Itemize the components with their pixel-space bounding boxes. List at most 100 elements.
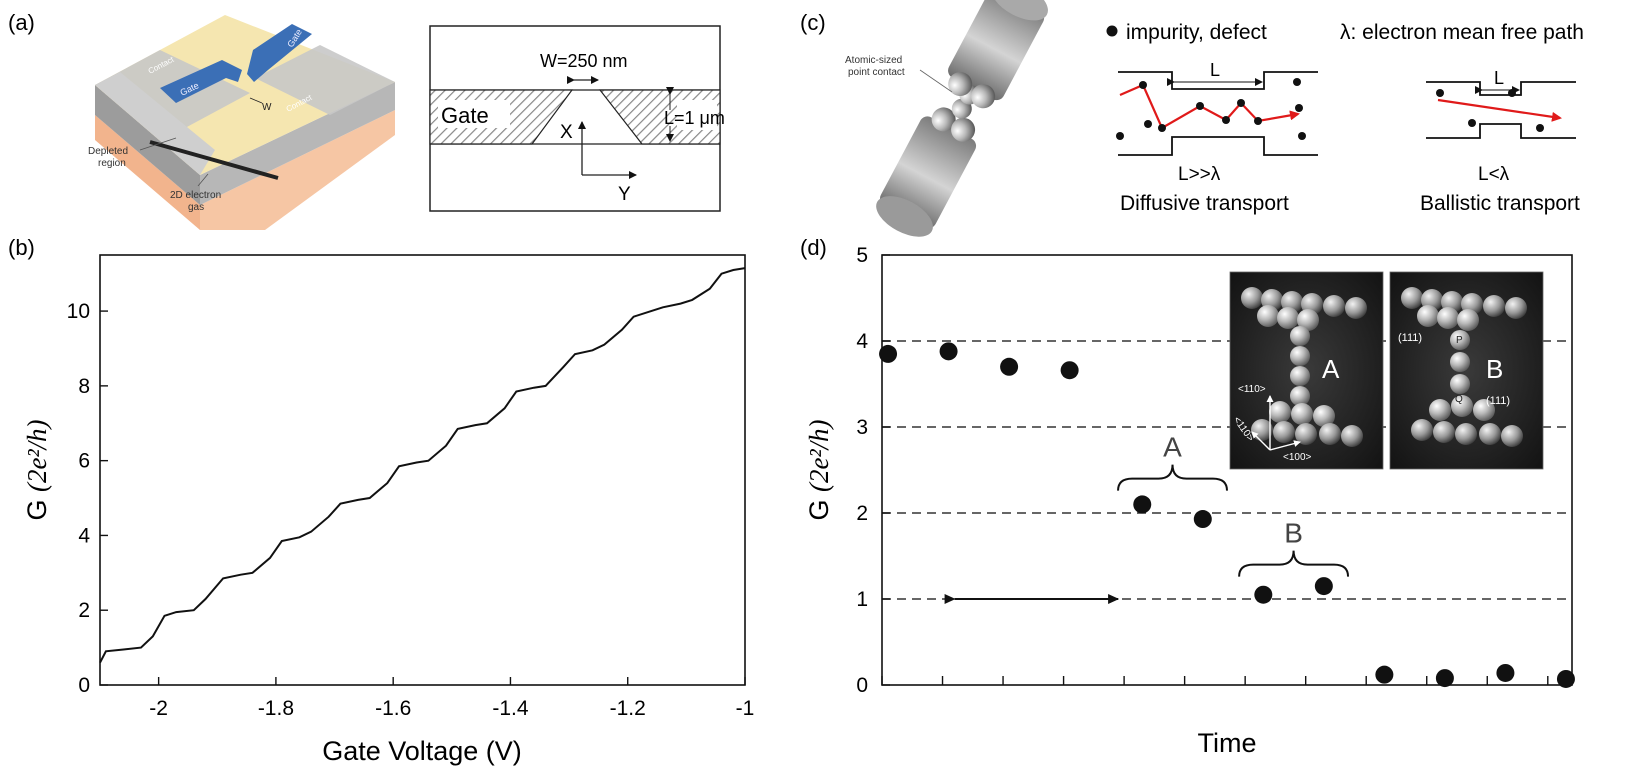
plot-b-x-label: Gate Voltage (V)	[322, 736, 522, 766]
depleted-label: Depleted region	[88, 146, 131, 169]
inset-a: A <110> <110> <100>	[1229, 271, 1384, 470]
w-leader	[249, 97, 263, 104]
atom	[1401, 287, 1423, 309]
dir-100-label: <100>	[1283, 452, 1312, 463]
impurity-dot	[1237, 99, 1245, 107]
impurity-dot-legend	[1106, 25, 1118, 37]
panel-c: (c) Atomic-sized point contact	[800, 0, 1584, 237]
plot-b-y-tick-label: 6	[78, 450, 90, 473]
impurity-dot	[1196, 102, 1204, 110]
atom	[1450, 374, 1470, 394]
panel-a-label: (a)	[8, 10, 35, 35]
x-axis-label: X	[560, 122, 573, 143]
inset-b-letter: B	[1486, 354, 1503, 384]
atom	[1473, 399, 1495, 421]
data-point	[1375, 665, 1394, 684]
atom	[1450, 330, 1470, 350]
atom	[1290, 366, 1310, 386]
atom	[1345, 297, 1367, 319]
plot-d-y-tick-label: 3	[856, 416, 868, 439]
impurity-dot	[1468, 119, 1476, 127]
plot-d-y-label: G (2e²/h)	[804, 419, 834, 520]
plot-b-y-tick-label: 8	[78, 375, 90, 398]
atom	[1457, 309, 1479, 331]
plot-d-y-tick-label: 1	[856, 588, 868, 611]
impurity-dot	[1295, 104, 1303, 112]
atom	[1479, 423, 1501, 445]
plot-b-ticks	[100, 310, 746, 686]
gate-left-electrode	[160, 60, 242, 103]
contact-right-side	[200, 82, 395, 205]
data-point	[939, 342, 958, 361]
atom	[1501, 425, 1523, 447]
impurity-dot	[1139, 81, 1147, 89]
ballistic-length-label: L	[1494, 68, 1504, 88]
atom	[931, 107, 956, 132]
ballistic-electron-path	[1437, 98, 1562, 122]
impurity-dot	[1436, 89, 1444, 97]
plot-b-x-tick-label: -1.8	[258, 697, 294, 720]
plot-b-y-label: G (2e²/h)	[22, 419, 52, 520]
cylinder-right-end	[991, 0, 1048, 21]
cylinder-left-end	[876, 196, 933, 237]
atom	[1295, 423, 1317, 445]
diffusive-upper-wall	[1118, 71, 1318, 90]
atom-q-label: Q	[1455, 394, 1463, 405]
plot-b-x-tick-label: -1	[736, 697, 755, 720]
atom	[1297, 309, 1319, 331]
impurity-dot	[1144, 120, 1152, 128]
diffusive-relation: L>>λ	[1178, 164, 1221, 185]
width-label: W=250 nm	[540, 51, 628, 71]
plot-d-frame	[881, 254, 1573, 686]
gate-label-bg	[438, 100, 510, 128]
data-point	[1435, 669, 1454, 688]
plot-b-x-tick-label: -2	[149, 697, 168, 720]
impurity-dot	[1293, 78, 1301, 86]
diffusive-lower-wall	[1118, 136, 1318, 156]
length-label: L=1 μm	[664, 108, 725, 128]
panel-d-label: (d)	[800, 235, 827, 260]
atom	[1313, 405, 1335, 427]
inset-a-letter: A	[1322, 354, 1340, 384]
atom	[1429, 399, 1451, 421]
data-point	[1133, 495, 1152, 514]
plot-d-y-tick-label: 5	[856, 244, 868, 267]
atom	[1290, 326, 1310, 346]
diffusive-diagram: L L>>λ Diffusive transport	[1116, 60, 1318, 215]
schematic-gate-label: Gate	[441, 103, 489, 128]
legend-impurity: impurity, defect	[1126, 21, 1267, 44]
panel-c-label: (c)	[800, 10, 826, 35]
brace-label-a: A	[1163, 432, 1182, 463]
impurity-dot	[1536, 124, 1544, 132]
plot-d-y-tick-label: 2	[856, 502, 868, 525]
contact-left-edge	[95, 72, 215, 175]
ballistic-upper-wall	[1426, 81, 1576, 96]
gate-right-electrode	[247, 24, 312, 82]
impurity-dot	[1254, 117, 1262, 125]
atom	[1323, 295, 1345, 317]
inset-b: B (111) (111) P Q	[1389, 271, 1544, 470]
atom	[1291, 403, 1313, 425]
data-point	[1193, 510, 1212, 529]
atom	[1241, 287, 1263, 309]
diffusive-caption: Diffusive transport	[1120, 192, 1289, 215]
device-illustration: Gate Gate Contact Contact W Depleted reg…	[88, 15, 395, 230]
brace-b	[1238, 550, 1350, 577]
atom	[1437, 307, 1459, 329]
brace-label-b: B	[1284, 518, 1303, 549]
atom	[948, 72, 973, 97]
depleted-region-line	[149, 140, 279, 180]
facet-bottom-label: (111)	[1486, 395, 1510, 407]
atom	[1455, 423, 1477, 445]
impurity-dot	[1116, 132, 1124, 140]
data-point	[1060, 361, 1079, 380]
atom	[1411, 419, 1433, 441]
plot-b-y-tick-label: 4	[78, 524, 90, 547]
plot-b-x-tick-label: -1.4	[492, 697, 529, 720]
plot-b-x-tick-label: -1.2	[610, 697, 646, 720]
plot-d-points	[879, 342, 1575, 688]
